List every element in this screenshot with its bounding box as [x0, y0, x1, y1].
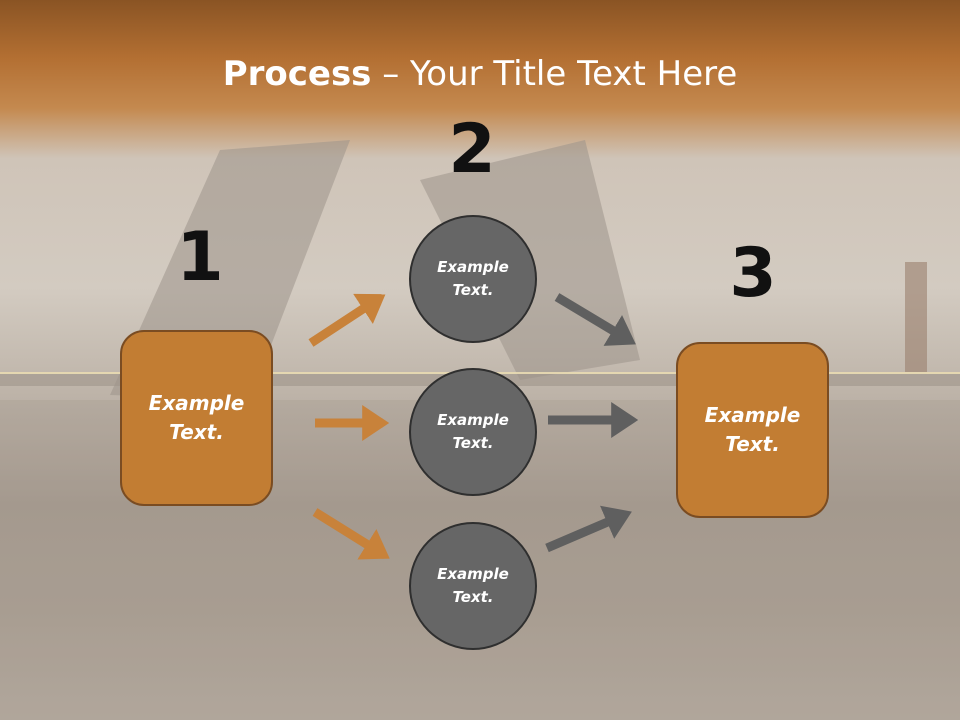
step-2-circle-bottom: Example Text.: [409, 522, 537, 650]
arrow-right-down-icon: [312, 508, 390, 560]
step-2-circle-top: Example Text.: [409, 215, 537, 343]
step-3-box: Example Text.: [676, 342, 829, 518]
arrow-converge-up-icon: [545, 505, 632, 553]
arrow-converge-down-icon: [554, 293, 636, 346]
title-rest: – Your Title Text Here: [371, 54, 738, 94]
step-3-box-text: Example Text.: [704, 403, 801, 456]
rostral-column: [905, 262, 927, 372]
title-bold: Process: [222, 54, 372, 94]
slide-title: Process – Your Title Text Here: [0, 50, 960, 98]
step-2-circle-middle: Example Text.: [409, 368, 537, 496]
step-number-1: 1: [176, 218, 224, 297]
step-1-box: Example Text.: [120, 330, 273, 506]
step-number-3: 3: [729, 234, 777, 313]
circle-top-text: Example Text.: [437, 258, 509, 299]
circle-middle-text: Example Text.: [437, 411, 509, 452]
step-1-box-text: Example Text.: [148, 391, 245, 444]
arrow-right-up-icon: [308, 293, 386, 347]
step-number-2: 2: [448, 110, 496, 189]
circle-bottom-text: Example Text.: [437, 565, 509, 606]
